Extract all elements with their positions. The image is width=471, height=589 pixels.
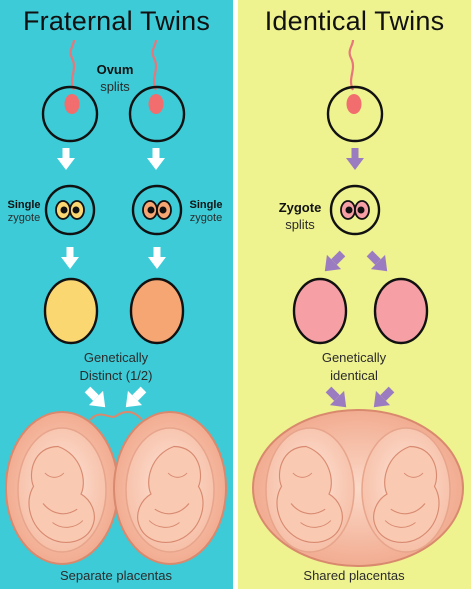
zygote-left-icon <box>44 184 96 236</box>
zygote-splits-label: splits <box>285 217 315 232</box>
arrow-converge-left-icon <box>84 386 106 408</box>
placenta-left-icon <box>6 412 118 564</box>
genetically-distinct-line1: Genetically <box>83 350 149 365</box>
sperm-tail-identical <box>348 39 355 91</box>
arrow-converge-right-icon <box>125 386 147 408</box>
arrow-split-left-icon <box>324 250 346 272</box>
zygote-label: Zygote <box>278 200 322 215</box>
arrow-converge-left-icon <box>325 386 347 408</box>
genetically-identical-line2: identical <box>330 368 378 383</box>
separate-placentas-label: Separate placentas <box>59 568 173 583</box>
cell-orange-icon <box>129 277 185 345</box>
genetically-distinct-line2: Distinct (1/2) <box>79 368 153 383</box>
ovum-splits-label: splits <box>100 79 130 94</box>
ovum-right-icon <box>128 85 186 143</box>
arrow-converge-right-icon <box>373 386 395 408</box>
shared-sac-left-icon <box>265 427 355 553</box>
single-zygote-right-sub: zygote <box>189 212 223 224</box>
ovum-right-nucleus <box>148 94 164 114</box>
arrow-split-right-icon <box>366 250 388 272</box>
arrow-down-icon <box>57 148 75 170</box>
single-zygote-right-label: Single zygote <box>186 199 226 225</box>
arrow-down-icon <box>148 247 166 269</box>
cell-pink-right-icon <box>373 277 429 345</box>
zygote-identical-icon <box>329 184 381 236</box>
ovum-left-icon <box>41 85 99 143</box>
ovum-identical-icon <box>326 85 384 143</box>
sperm-tail-left <box>69 39 76 91</box>
single-zygote-left-label: Single zygote <box>4 199 44 225</box>
arrow-down-icon <box>346 148 364 170</box>
ovum-label: Ovum <box>96 62 134 77</box>
cell-pink-left-icon <box>292 277 348 345</box>
ovum-left-nucleus <box>64 94 80 114</box>
genetically-identical-line1: Genetically <box>321 350 387 365</box>
single-zygote-left-bold: Single <box>7 199 41 211</box>
placenta-right-icon <box>114 412 226 564</box>
fraternal-title: Fraternal Twins <box>22 6 211 36</box>
sperm-tail-right <box>151 39 158 91</box>
shared-placentas-label: Shared placentas <box>303 568 405 583</box>
single-zygote-left-sub: zygote <box>7 212 41 224</box>
single-zygote-right-bold: Single <box>189 199 223 211</box>
arrow-down-icon <box>61 247 79 269</box>
zygote-right-icon <box>131 184 183 236</box>
identical-title: Identical Twins <box>264 6 445 36</box>
shared-sac-right-icon <box>361 427 451 553</box>
cell-yellow-icon <box>43 277 99 345</box>
arrow-down-icon <box>147 148 165 170</box>
